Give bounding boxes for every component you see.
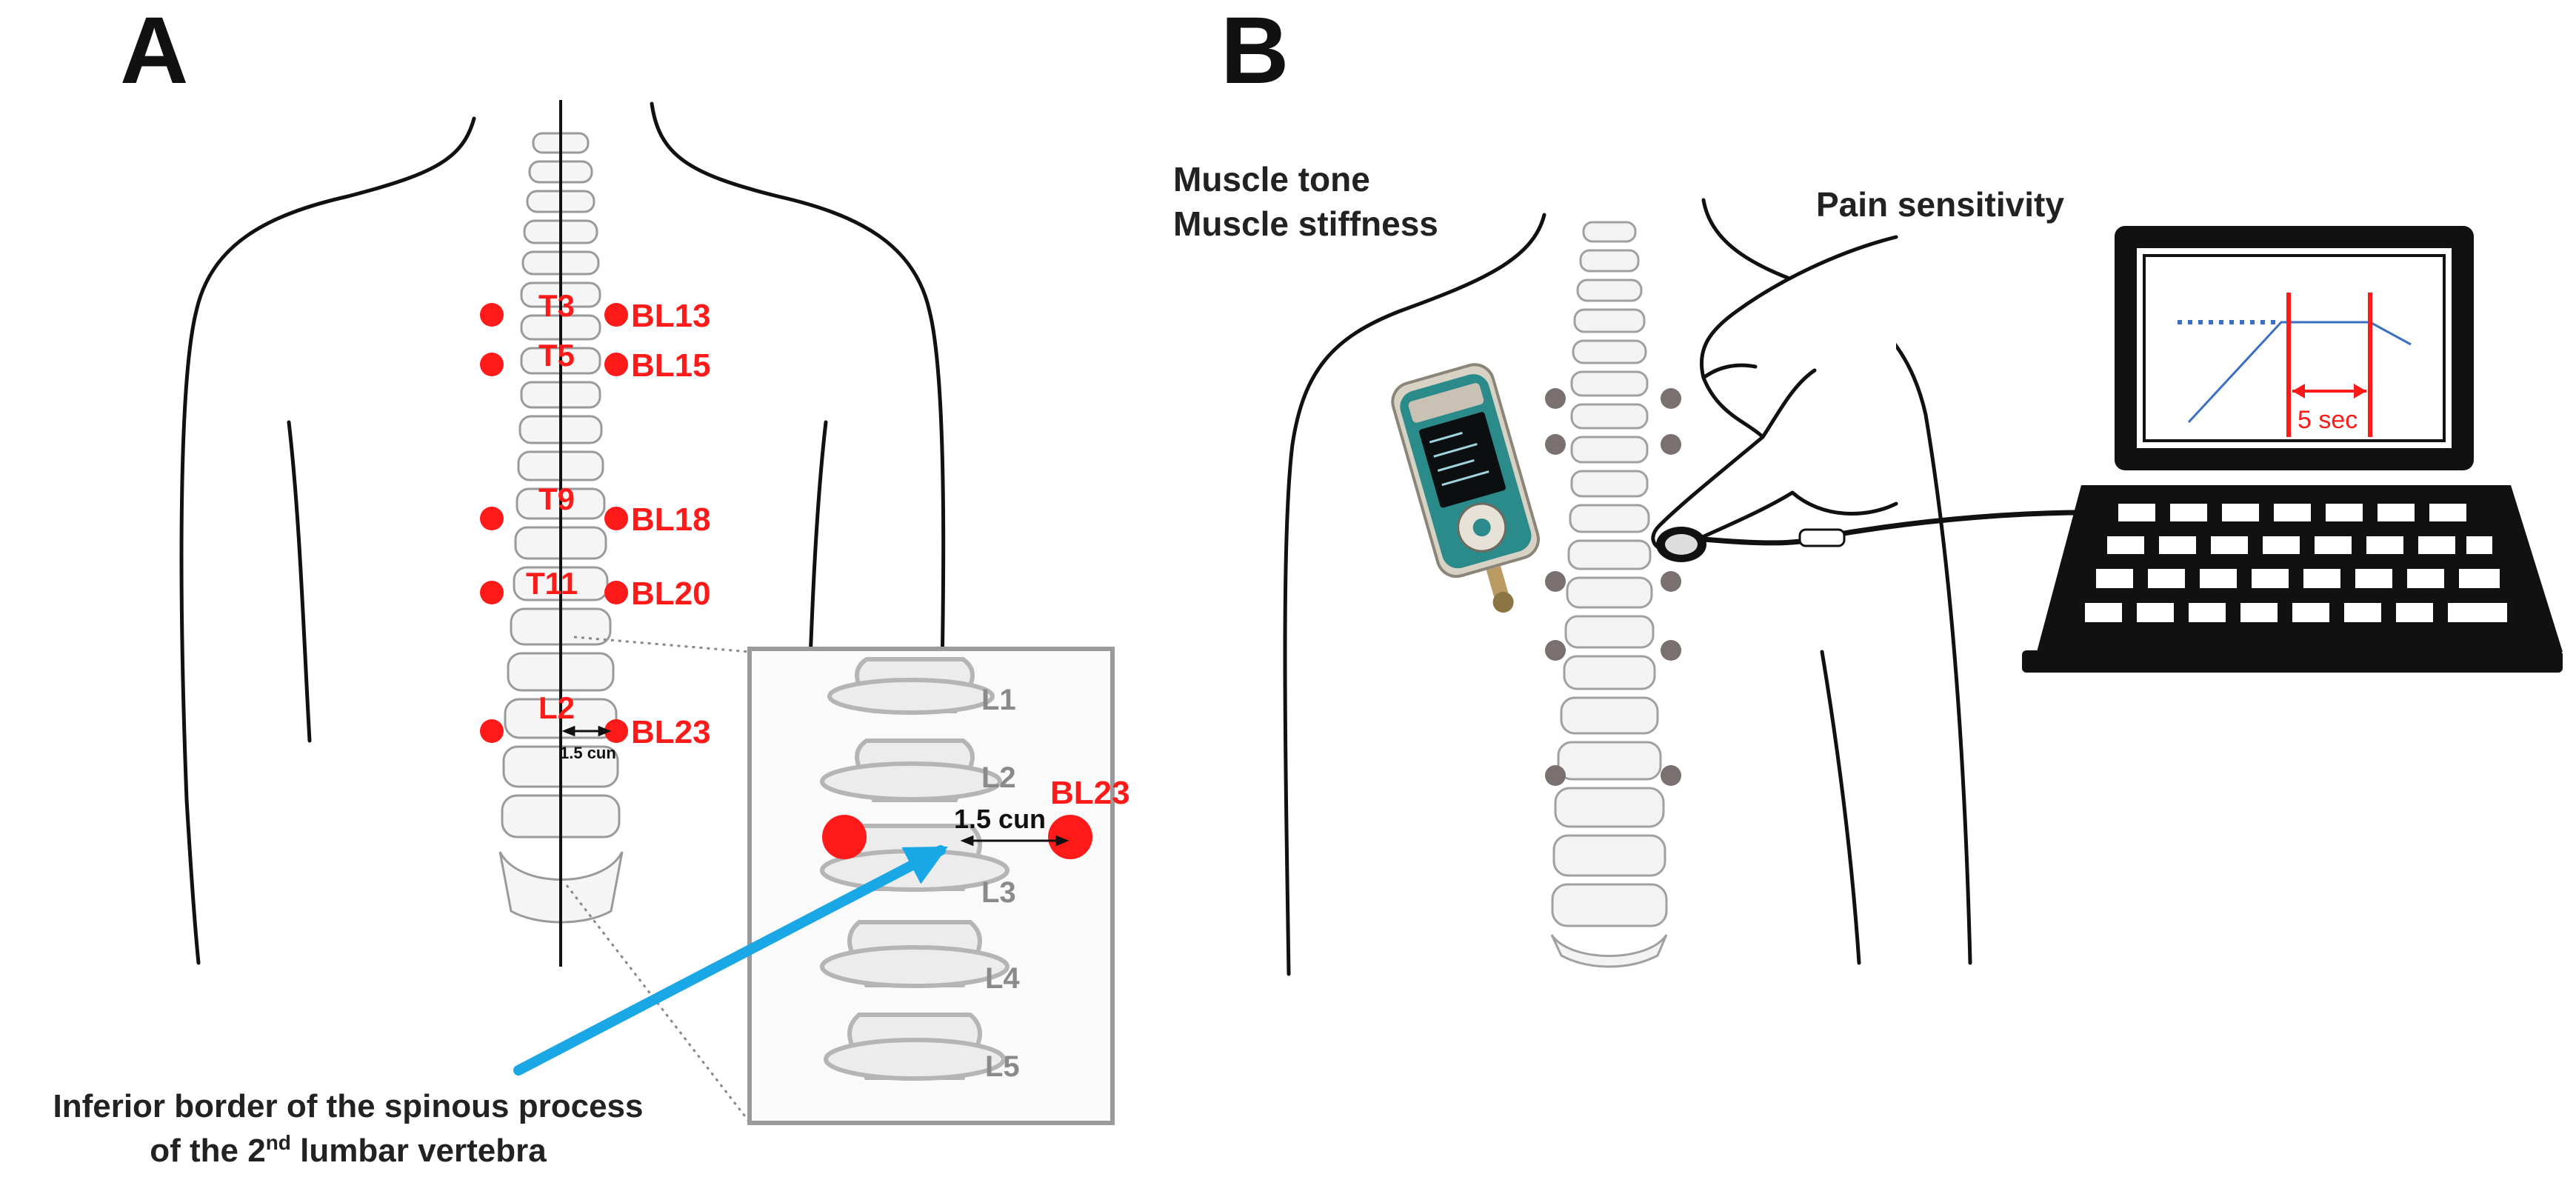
- inset-label-l4: L4: [985, 962, 1020, 995]
- vertebra-label-t9: T9: [538, 481, 575, 516]
- measurement-point: [1661, 388, 1681, 409]
- spine-b: [1550, 221, 1668, 968]
- inset-label-l1: L1: [981, 684, 1016, 716]
- vertebra-label-t11: T11: [526, 566, 578, 601]
- acupoint-bl20: [604, 581, 628, 604]
- pressure-graph: 5 sec: [2178, 293, 2412, 437]
- distance-label-small: 1.5 cun: [560, 744, 616, 762]
- acupoint-bl13: [604, 303, 628, 327]
- panel-b-letter: B: [1221, 0, 1289, 104]
- inset-label-l5: L5: [985, 1050, 1020, 1083]
- label-pain-sensitivity: Pain sensitivity: [1816, 185, 2064, 224]
- acupoint-left-bl23: [480, 719, 504, 743]
- inset-acupoint-left: [822, 815, 867, 859]
- spinous-process-arrow: [513, 845, 948, 1076]
- caption-line-1: Inferior border of the spinous process: [53, 1088, 643, 1124]
- inset-panel: L1 L2 L3 L4 L5 1.5 cun BL23: [747, 647, 1130, 1125]
- measurement-point: [1661, 571, 1681, 592]
- label-muscle-tone: Muscle tone: [1173, 160, 1370, 199]
- vertebra-label-t5: T5: [538, 338, 575, 373]
- measurement-point: [1661, 640, 1681, 661]
- acupoint-bl18: [604, 507, 628, 530]
- panel-b: B Muscle tone Muscle stiffness Pain sens…: [1173, 0, 2563, 976]
- acupoint-bl23: [604, 719, 628, 743]
- laptop-keyboard: [2085, 504, 2507, 622]
- acupoint-label-bl15: BL15: [631, 347, 711, 384]
- caption-line-2: of the 2nd lumbar vertebra: [150, 1131, 547, 1169]
- acupoint-label-bl13: BL13: [631, 298, 711, 334]
- algometer-probe: [1656, 527, 1706, 562]
- measurement-points: [1545, 388, 1681, 786]
- acupoints-left: [480, 303, 504, 743]
- measurement-point: [1545, 434, 1566, 455]
- measurement-point: [1545, 388, 1566, 409]
- graph-pressure-curve: [2187, 321, 2412, 424]
- acupoint-left-bl13: [480, 303, 504, 327]
- laptop: 5 sec: [2022, 226, 2563, 673]
- measurement-point: [1545, 640, 1566, 661]
- vertebra-label-t3: T3: [538, 288, 575, 323]
- device-screen-lines: [1429, 431, 1489, 487]
- inset-label-l3: L3: [981, 876, 1016, 909]
- caption-line-2-prefix: of the 2: [150, 1133, 265, 1169]
- acupoint-bl15: [604, 353, 628, 376]
- acupoint-left-bl18: [480, 507, 504, 530]
- acupoint-left-bl15: [480, 353, 504, 376]
- panel-a-letter: A: [120, 0, 188, 104]
- acupoint-label-bl18: BL18: [631, 501, 711, 538]
- inset-distance-label: 1.5 cun: [954, 804, 1046, 834]
- acupoints-right: [604, 303, 628, 743]
- acupoint-label-bl20: BL20: [631, 576, 711, 612]
- acupoint-left-bl20: [480, 581, 504, 604]
- caption-line-2-sup: nd: [266, 1131, 291, 1154]
- inset-acupoint-bl23: [1048, 815, 1092, 859]
- vertebra-label-l2: L2: [538, 690, 575, 725]
- inset-label-l2: L2: [981, 761, 1016, 794]
- inset-point-label: BL23: [1050, 775, 1130, 811]
- label-muscle-stiffness: Muscle stiffness: [1173, 204, 1438, 243]
- panel-a: A: [53, 0, 1129, 1169]
- caption-line-2-suffix: lumbar vertebra: [291, 1133, 547, 1169]
- graph-interval-label: 5 sec: [2298, 406, 2358, 434]
- measurement-point: [1661, 765, 1681, 786]
- myotonometer-device: [1391, 363, 1540, 613]
- measurement-point: [1661, 434, 1681, 455]
- hand: [1651, 235, 1898, 553]
- cable-connector: [1798, 528, 1846, 547]
- torso-outline-b: [1283, 198, 1972, 976]
- inset-connectors: [565, 636, 751, 1123]
- measurement-point: [1545, 765, 1566, 786]
- algometer-cable: [1703, 510, 2119, 546]
- measurement-point: [1545, 571, 1566, 592]
- acupoint-label-bl23: BL23: [631, 714, 711, 750]
